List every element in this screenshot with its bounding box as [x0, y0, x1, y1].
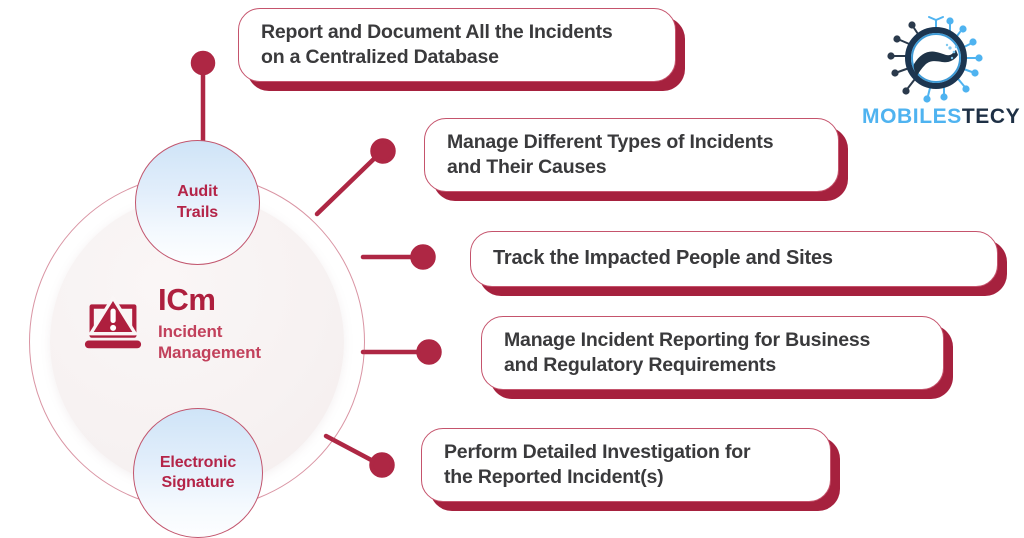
- callout-2-line2: and Their Causes: [447, 156, 607, 178]
- hub-subtitle-line2: Management: [158, 343, 261, 363]
- satellite-audit-trails[interactable]: Audit Trails: [135, 140, 260, 265]
- callout-1-line1: Report and Document All the Incidents: [261, 21, 613, 44]
- circuit-hand-icon: [887, 16, 983, 103]
- callout-card[interactable]: Manage Incident Reporting for Business a…: [481, 316, 944, 390]
- callout-perform-detailed-investigation[interactable]: Perform Detailed Investigation for the R…: [421, 428, 840, 511]
- connector-dot-1: [190, 50, 216, 76]
- hub-title: ICm: [158, 282, 216, 318]
- callout-4-line1: Manage Incident Reporting for Business: [504, 329, 871, 352]
- logo-wordmark: MOBILESTECY: [862, 105, 1020, 128]
- satellite-electronic-signature[interactable]: Electronic Signature: [133, 408, 263, 538]
- connector-dot-2: [370, 138, 396, 164]
- callout-card[interactable]: Report and Document All the Incidents on…: [238, 8, 676, 82]
- callout-card[interactable]: Perform Detailed Investigation for the R…: [421, 428, 831, 502]
- connector-line-2: [314, 151, 382, 217]
- callout-2-line1: Manage Different Types of Incidents: [447, 131, 774, 154]
- callout-5-line1: Perform Detailed Investigation for: [444, 441, 751, 464]
- hub-subtitle-line1: Incident: [158, 322, 223, 342]
- hub-content: ICm Incident Management: [80, 282, 316, 366]
- connector-dot-5: [369, 452, 395, 478]
- callout-manage-incident-reporting[interactable]: Manage Incident Reporting for Business a…: [481, 316, 953, 399]
- hub-text-block: ICm Incident Management: [158, 284, 261, 363]
- satellite-audit-trails-line1: Audit: [177, 183, 218, 201]
- callout-card[interactable]: Manage Different Types of Incidents and …: [424, 118, 839, 192]
- callout-report-document-incidents[interactable]: Report and Document All the Incidents on…: [238, 8, 685, 91]
- connector-dot-4: [416, 339, 442, 365]
- callout-1-line2: on a Centralized Database: [261, 46, 499, 68]
- logo-name-part1: MOBILES: [862, 105, 962, 128]
- laptop-warning-icon: [84, 296, 142, 349]
- satellite-electronic-signature-line1: Electronic: [159, 453, 237, 471]
- connector-dot-3: [410, 244, 436, 270]
- satellite-electronic-signature-line2: Signature: [161, 474, 235, 491]
- callout-manage-incident-types[interactable]: Manage Different Types of Incidents and …: [424, 118, 848, 201]
- callout-card[interactable]: Track the Impacted People and Sites: [470, 231, 998, 287]
- callout-4-line2: and Regulatory Requirements: [504, 354, 776, 376]
- callout-3-line1: Track the Impacted People and Sites: [493, 247, 833, 270]
- callout-track-impacted-people-sites[interactable]: Track the Impacted People and Sites: [470, 231, 1007, 296]
- callout-5-line2: the Reported Incident(s): [444, 466, 664, 488]
- brand-logo[interactable]: MOBILESTECY: [862, 14, 1020, 132]
- logo-name-part2: TECY: [961, 105, 1021, 128]
- satellite-audit-trails-line2: Trails: [176, 203, 219, 221]
